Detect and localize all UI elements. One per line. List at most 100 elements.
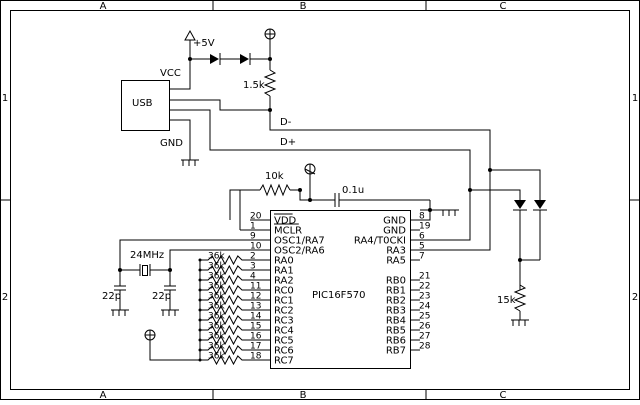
frame-row-1-right: 1 xyxy=(632,93,638,104)
junction-dot xyxy=(198,358,202,362)
capacitor-bypass-icon xyxy=(334,193,340,207)
dminus-label: D- xyxy=(280,117,292,128)
resistor-array-element-label: 36k xyxy=(208,282,225,292)
clamp-diode-1-icon xyxy=(513,200,527,211)
chip-pin-name: RC3 xyxy=(274,316,294,327)
chip-pin-name: RB1 xyxy=(386,286,406,297)
junction-dot xyxy=(198,268,202,272)
chip-pin-number: 7 xyxy=(419,252,425,262)
resistor-array-element-icon xyxy=(200,294,250,306)
frame-col-c-bottom: C xyxy=(500,390,507,400)
frame-row-2-right: 2 xyxy=(632,292,638,303)
chip-pin-number: 5 xyxy=(419,242,425,252)
frame-row-1-left: 1 xyxy=(2,93,8,104)
clamp-network xyxy=(470,169,541,290)
junction-dot xyxy=(198,308,202,312)
chip-pin-number: 26 xyxy=(419,322,431,332)
chip-pin-name: OSC1/RA7 xyxy=(274,236,325,247)
resistor-array-element-label: 36k xyxy=(208,292,225,302)
frame-row-2-left: 2 xyxy=(2,292,8,303)
frame-col-b-bottom: B xyxy=(300,390,307,400)
resistor-array-element-icon xyxy=(200,314,250,326)
chip-pin-name: RC7 xyxy=(274,356,294,367)
resistor-array-element-icon xyxy=(200,324,250,336)
diode-2-icon xyxy=(240,53,251,65)
frame-col-b-top: B xyxy=(300,1,307,12)
chip-pin-number: 13 xyxy=(250,302,261,312)
chip-pin-number: 6 xyxy=(419,232,425,242)
chip-pin-number: 12 xyxy=(250,292,261,302)
resistor-pulldown-icon xyxy=(513,284,527,312)
junction-dot xyxy=(198,348,202,352)
junction-dot xyxy=(198,288,202,292)
junction-dot xyxy=(198,298,202,302)
chip-pin-number: 24 xyxy=(419,302,431,312)
resistor-array-element-icon xyxy=(200,354,250,366)
dminus-net xyxy=(170,99,492,251)
resistor-array-element-icon xyxy=(200,274,250,286)
chip-pin-name: VDD xyxy=(274,216,297,227)
resistor-mclr-label: 10k xyxy=(265,171,284,182)
crystal-icon xyxy=(139,264,151,276)
junction-dot xyxy=(198,258,202,262)
chip-pin-number: 16 xyxy=(250,332,262,342)
supply-label: +5V xyxy=(193,38,215,49)
chip-pin-number: 28 xyxy=(419,342,431,352)
junction-dot xyxy=(198,338,202,342)
junction-dot xyxy=(198,328,202,332)
resistor-array-element-label: 36k xyxy=(208,252,225,262)
resistor-array-element-label: 36k xyxy=(208,332,225,342)
chip-pin-number: 2 xyxy=(250,252,256,262)
frame-col-a-bottom: A xyxy=(100,390,107,400)
chip-pin-name: RC0 xyxy=(274,286,294,297)
chip-pin-number: 18 xyxy=(250,352,262,362)
chip-pin-number: 22 xyxy=(419,282,430,292)
resistor-array-element-label: 36k xyxy=(208,352,225,362)
diode-1-icon xyxy=(210,53,221,65)
capacitor-osc1-label: 22p xyxy=(102,291,121,302)
chip-pin-name: RB3 xyxy=(386,306,406,317)
chip-pin-name: RB4 xyxy=(386,316,406,327)
chip-pin-name: RB2 xyxy=(386,296,406,307)
chip-pin-number: 4 xyxy=(250,272,256,282)
ground-icon xyxy=(511,319,529,326)
capacitor-bypass-label: 0.1u xyxy=(342,185,364,196)
chip-pin-number: 14 xyxy=(250,312,262,322)
usb-connector xyxy=(121,80,170,131)
junction-dot xyxy=(198,278,202,282)
resistor-pulldown-label: 15k xyxy=(497,295,516,306)
chip-pin-number: 11 xyxy=(250,282,261,292)
chip-pin-name: RC2 xyxy=(274,306,294,317)
chip-pin-number: 15 xyxy=(250,322,261,332)
junction-dot xyxy=(198,318,202,322)
resistor-array-element-label: 36k xyxy=(208,272,225,282)
frame-col-a-top: A xyxy=(100,1,107,12)
chip-pin-name: RC6 xyxy=(274,346,294,357)
chip-pin-name: RA4/T0CKI xyxy=(354,236,406,247)
chip-pin-name: RA3 xyxy=(386,246,406,257)
clamp-diode-2-icon xyxy=(533,200,547,211)
usb-gnd-net xyxy=(170,119,191,160)
resistor-array-element-label: 36k xyxy=(208,322,225,332)
chip-pin-number: 19 xyxy=(419,222,431,232)
resistor-pullup-label: 1.5k xyxy=(243,80,265,91)
vcc-net xyxy=(170,40,270,90)
chip-pin-name: RC4 xyxy=(274,326,294,337)
chip-pin-number: 23 xyxy=(419,292,430,302)
chip-pin-number: 1 xyxy=(250,222,256,232)
ground-icon xyxy=(111,309,129,316)
usb-vcc-label: VCC xyxy=(160,68,181,79)
resistor-array-element-label: 36k xyxy=(208,262,225,272)
vdd-net xyxy=(239,174,432,230)
capacitor-osc2-icon xyxy=(164,285,176,291)
chip-pin-name: RB6 xyxy=(386,336,406,347)
chip-pin-number: 8 xyxy=(419,212,425,222)
frame-col-c-top: C xyxy=(500,1,507,12)
capacitor-osc1-icon xyxy=(114,285,126,291)
chip-pin-name: RC1 xyxy=(274,296,294,307)
chip-pin-name: MCLR xyxy=(274,226,302,237)
chip-pin-name: RB0 xyxy=(386,276,406,287)
